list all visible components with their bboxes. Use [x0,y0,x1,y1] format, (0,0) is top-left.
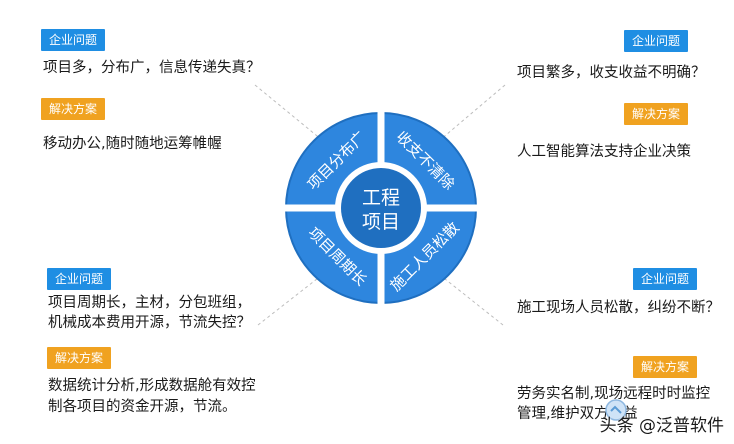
solution-text-top-left: 移动办公,随时随地运筹帷幄 [43,136,222,152]
problem-text-bottom-left-1: 项目周期长，主材，分包班组， [48,295,251,311]
solution-badge-top-right: 解决方案 [624,103,689,125]
connector-top-left [254,84,323,141]
solution-badge-top-left: 解决方案 [41,98,106,120]
solution-badge-bottom-right: 解决方案 [633,356,698,378]
connector-top-right [439,84,506,141]
solution-text-bottom-left-2: 制各项目的资金开源，节流。 [48,399,237,415]
connector-bottom-left [257,274,323,326]
problem-text-top-right: 项目繁多，收支收益不明确？ [517,65,706,81]
center-label-line2: 项目 [362,211,400,233]
center-circle [341,168,421,248]
connector-bottom-right [439,274,504,326]
problem-text-bottom-left-2: 机械成本费用开源，节流失控？ [48,315,251,331]
solution-text-bottom-right-1: 劳务实名制,现场远程时时监控 [517,386,711,402]
problem-badge-top-left: 企业问题 [41,29,106,51]
solution-badge-bottom-left: 解决方案 [47,347,112,369]
problem-badge-bottom-left: 企业问题 [47,268,112,290]
fanpu-logo-icon [605,399,627,421]
watermark-text: 头条 @泛普软件 [599,416,724,436]
center-label-line1: 工程 [362,187,400,209]
problem-badge-top-right: 企业问题 [624,30,689,52]
solution-text-top-right: 人工智能算法支持企业决策 [517,144,691,160]
problem-text-bottom-right: 施工现场人员松散，纠纷不断？ [517,300,720,316]
problem-badge-bottom-right: 企业问题 [633,268,698,290]
problem-text-top-left: 项目多，分布广，信息传递失真？ [43,60,261,76]
solution-text-bottom-left-1: 数据统计分析,形成数据舱有效控 [48,378,256,394]
